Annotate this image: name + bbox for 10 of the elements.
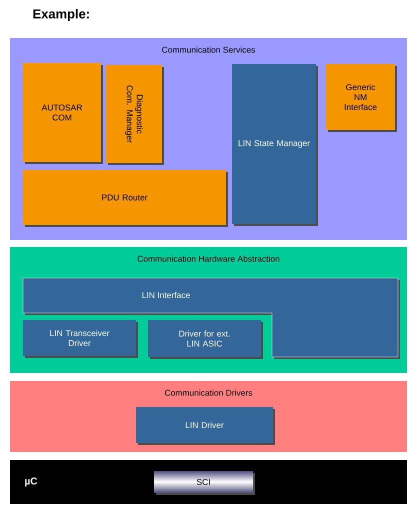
module-box: LIN State Manager [232,64,318,226]
module-box: SCI [154,471,255,495]
module-box: Diagnostic Com. Manager [106,65,164,165]
module-box: AUTOSAR COM [23,63,103,164]
module-box: Driver for ext. LIN ASIC [148,320,263,359]
module-box: LIN Transceiver Driver [23,320,138,358]
module-box: LIN Driver [136,407,275,445]
title: Example: [33,8,89,22]
module-box: PDU Router [23,170,228,227]
module-box: Generic NM Interface [326,64,397,132]
